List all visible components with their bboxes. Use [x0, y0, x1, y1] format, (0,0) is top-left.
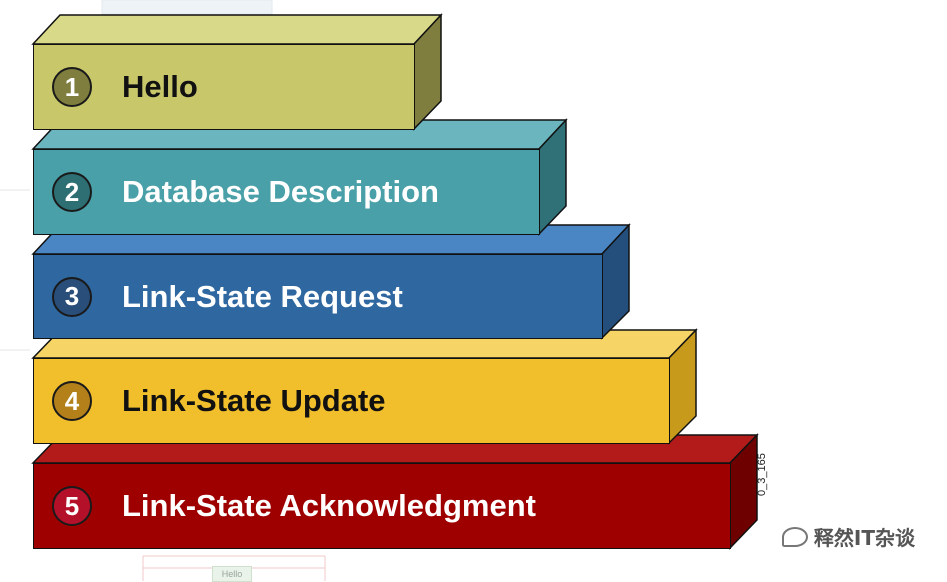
step-5-number-badge: 5 — [52, 486, 92, 526]
figure-code: 0_3_165 — [756, 453, 768, 496]
step-5-label: Link-State Acknowledgment — [122, 488, 536, 523]
step-5-face: 5 Link-State Acknowledgment — [33, 463, 731, 549]
watermark-text: 释然IT杂谈 — [813, 526, 915, 550]
step-2-number-badge: 2 — [52, 172, 92, 212]
step-3-face: 3 Link-State Request — [33, 254, 603, 339]
step-2-face: 2 Database Description — [33, 149, 540, 235]
step-4-number-badge: 4 — [52, 381, 92, 421]
step-3-number-badge: 3 — [52, 276, 92, 317]
chat-bubble-icon — [781, 526, 808, 547]
watermark: 释然IT杂谈 — [781, 522, 915, 551]
step-1-label: Hello — [122, 69, 198, 104]
step-1-face: 1 Hello — [33, 44, 415, 130]
step-4-face: 4 Link-State Update — [33, 358, 670, 444]
step-1-number-badge: 1 — [52, 67, 92, 107]
step-2-label: Database Description — [122, 174, 439, 209]
step-4-label: Link-State Update — [122, 383, 386, 418]
step-3-label: Link-State Request — [122, 278, 403, 314]
